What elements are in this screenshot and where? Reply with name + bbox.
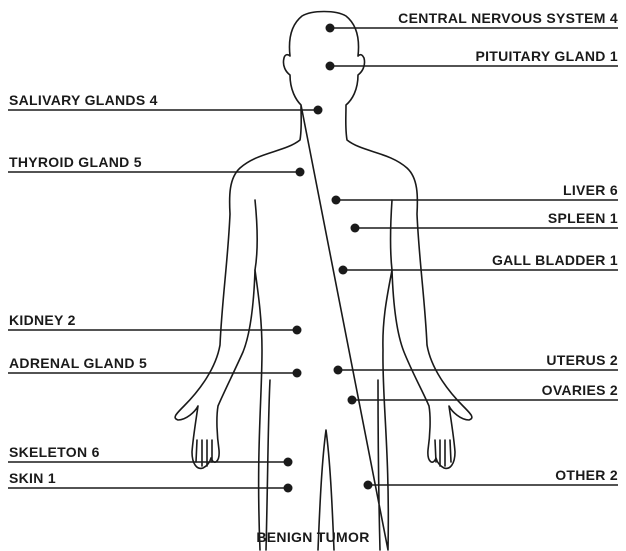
label-pituitary-gland: PITUITARY GLAND 1 [475, 48, 618, 64]
body-silhouette [175, 12, 472, 551]
dot-skin [284, 484, 293, 493]
label-ovaries: OVARIES 2 [542, 382, 618, 398]
organ-markers [284, 24, 373, 493]
left-inner-arm [255, 200, 257, 270]
dot-liver [332, 196, 341, 205]
diagram-caption: BENIGN TUMOR [0, 529, 626, 545]
label-adrenal-gland: ADRENAL GLAND 5 [9, 355, 147, 371]
dot-ovaries [348, 396, 357, 405]
label-thyroid-gland: THYROID GLAND 5 [9, 154, 142, 170]
label-salivary-glands: SALIVARY GLANDS 4 [9, 92, 158, 108]
dot-thyroid-gland [296, 168, 305, 177]
dot-uterus [334, 366, 343, 375]
dot-kidney [293, 326, 302, 335]
dot-adrenal-gland [293, 369, 302, 378]
label-spleen: SPLEEN 1 [548, 210, 618, 226]
dot-pituitary-gland [326, 62, 335, 71]
dot-other [364, 481, 373, 490]
label-central-nervous-system: CENTRAL NERVOUS SYSTEM 4 [398, 10, 618, 26]
label-other: OTHER 2 [555, 467, 618, 483]
body-outline [175, 12, 472, 551]
label-skeleton: SKELETON 6 [9, 444, 100, 460]
dot-gall-bladder [339, 266, 348, 275]
label-gall-bladder: GALL BLADDER 1 [492, 252, 618, 268]
label-kidney: KIDNEY 2 [9, 312, 76, 328]
right-inner-arm [391, 200, 393, 270]
dot-spleen [351, 224, 360, 233]
label-skin: SKIN 1 [9, 470, 56, 486]
dot-skeleton [284, 458, 293, 467]
dot-central-nervous-system [326, 24, 335, 33]
label-liver: LIVER 6 [563, 182, 618, 198]
dot-salivary-glands [314, 106, 323, 115]
label-uterus: UTERUS 2 [546, 352, 618, 368]
